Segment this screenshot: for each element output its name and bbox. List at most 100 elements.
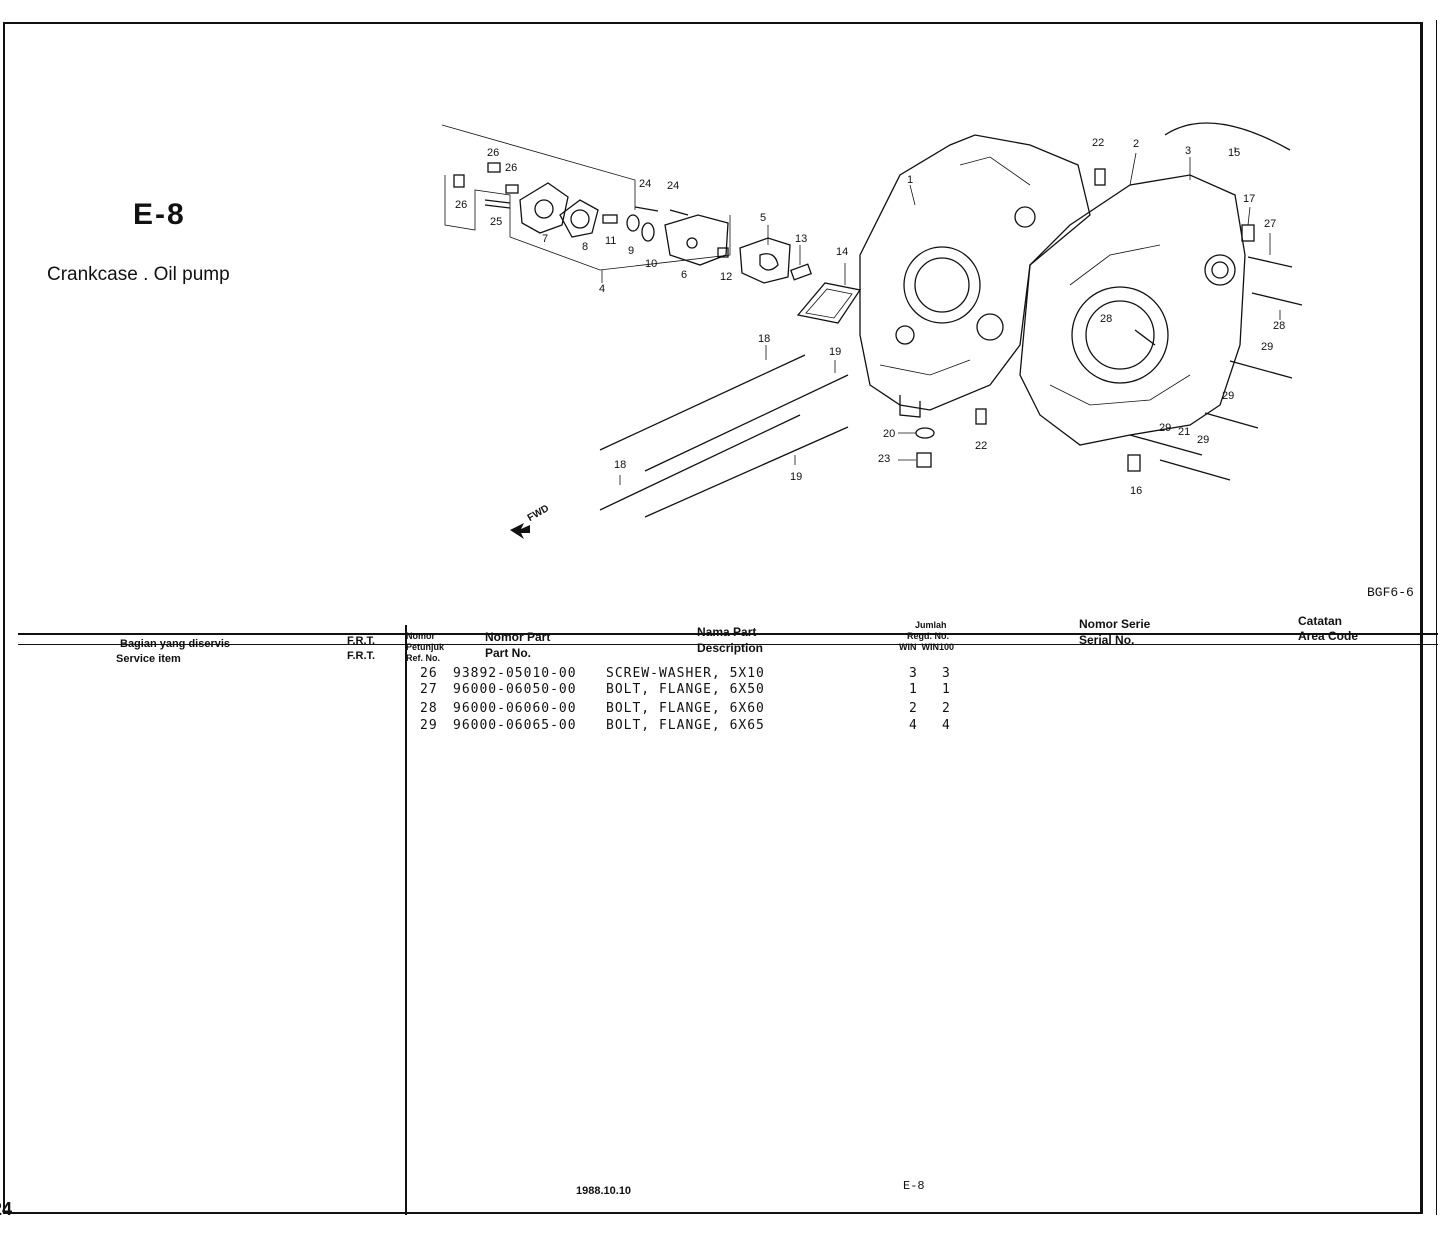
callout: 22 xyxy=(1092,137,1105,149)
callout: 29 xyxy=(1261,341,1274,353)
callout: 24 xyxy=(667,180,680,192)
header-service-item-id: Bagian yang diservis xyxy=(120,638,231,650)
callout: 2 xyxy=(1133,138,1140,150)
callout: 6 xyxy=(681,269,688,281)
header-ref-en: Ref. No. xyxy=(406,653,441,663)
qty-win100: 3 xyxy=(942,666,951,681)
qty-win: 1 xyxy=(909,682,918,697)
callout: 13 xyxy=(795,233,808,245)
group-bracket-top xyxy=(441,124,636,210)
group-bracket-bottom xyxy=(509,215,731,271)
breather-hose-part xyxy=(1164,122,1291,151)
callout: 29 xyxy=(1222,390,1235,402)
screw-group xyxy=(453,162,519,209)
header-qty-id: Jumlah xyxy=(915,620,947,630)
section-title: Crankcase . Oil pump xyxy=(47,264,230,285)
header-desc-en: Description xyxy=(697,641,764,655)
callout: 5 xyxy=(760,212,767,224)
pump-cover-part xyxy=(519,182,569,234)
page-number-text: 24 xyxy=(0,1199,13,1219)
exploded-parts-diagram xyxy=(441,122,1303,539)
callout: 24 xyxy=(639,178,652,190)
callout: 27 xyxy=(1264,218,1277,230)
callout: 26 xyxy=(487,147,500,159)
pump-body-part xyxy=(664,214,729,266)
header-frt: F.R.T. xyxy=(347,635,376,647)
header-frt-en: F.R.T. xyxy=(347,650,376,662)
header-part-no-en: Part No. xyxy=(485,646,532,660)
part-desc: SCREW-WASHER, 5X10 xyxy=(606,666,765,681)
qty-win: 3 xyxy=(909,666,918,681)
part-no: 93892-05010-00 xyxy=(453,666,577,681)
header-part-no-id: Nomor Part xyxy=(485,630,551,644)
callout: 28 xyxy=(1273,320,1286,332)
part-no: 96000-06065-00 xyxy=(453,718,577,733)
callout: 14 xyxy=(836,246,849,258)
section-code: E-8 xyxy=(133,198,186,231)
footer-section-code: E-8 xyxy=(903,1179,925,1193)
header-qty-models: WIN WIN100 xyxy=(899,642,955,652)
header-desc-id: Nama Part xyxy=(697,625,757,639)
qty-win: 4 xyxy=(909,718,918,733)
callout: 11 xyxy=(605,235,617,247)
callout: 29 xyxy=(1159,422,1172,434)
qty-win100: 1 xyxy=(942,682,951,697)
callout: 7 xyxy=(542,233,549,245)
part-desc: BOLT, FLANGE, 6X65 xyxy=(606,718,765,733)
crankcase-right-part xyxy=(1019,174,1246,446)
ref-no: 27 xyxy=(420,682,438,697)
callout: 23 xyxy=(878,453,891,465)
header-ref-id2: Petunjuk xyxy=(406,642,445,652)
ref-no: 29 xyxy=(420,718,438,733)
callout: 28 xyxy=(1100,313,1113,325)
callout: 20 xyxy=(883,428,896,440)
callout: 19 xyxy=(829,346,842,358)
diagram-code: BGF6-6 xyxy=(1367,585,1414,600)
part-no: 96000-06060-00 xyxy=(453,701,577,716)
fwd-arrow-icon xyxy=(510,523,530,539)
print-date: 1988.10.10 xyxy=(576,1185,632,1197)
callout: 1 xyxy=(907,174,914,186)
header-service-item-en: Service item xyxy=(116,653,181,665)
part-desc: BOLT, FLANGE, 6X60 xyxy=(606,701,765,716)
callout: 10 xyxy=(645,258,658,270)
page-number: 24 xyxy=(0,1199,22,1220)
callout: 12 xyxy=(720,271,733,283)
header-serial-en: Serial No. xyxy=(1079,633,1135,647)
callout: 29 xyxy=(1197,434,1210,446)
header-serial-id: Nomor Serie xyxy=(1079,617,1151,631)
table-top-rule xyxy=(18,633,1438,635)
ref-no: 26 xyxy=(420,666,438,681)
right-edge xyxy=(1436,20,1437,1215)
table-header-rule-left xyxy=(18,644,405,645)
ref-no: 28 xyxy=(420,701,438,716)
page-frame xyxy=(3,22,1423,1214)
callout: 26 xyxy=(505,162,518,174)
qty-win100: 4 xyxy=(942,718,951,733)
part-no: 96000-06050-00 xyxy=(453,682,577,697)
callout: 16 xyxy=(1130,485,1143,497)
stud-bolt-part xyxy=(599,354,806,451)
subgroup-bracket xyxy=(444,175,511,237)
callout: 15 xyxy=(1228,147,1241,159)
gasket-part xyxy=(559,199,599,238)
table-divider xyxy=(405,625,407,1215)
qty-win: 2 xyxy=(909,701,918,716)
callout: 21 xyxy=(1178,426,1191,438)
drain-bolt-part xyxy=(916,452,932,468)
header-qty-regd: Regd. No. xyxy=(907,631,949,641)
callout: 25 xyxy=(490,216,503,228)
callout: 9 xyxy=(628,245,635,257)
callout: 4 xyxy=(599,283,606,295)
flange-bolt-part xyxy=(1247,256,1293,268)
callout: 17 xyxy=(1243,193,1256,205)
header-ref-id1: Nomor xyxy=(406,631,435,641)
callout: 18 xyxy=(758,333,771,345)
callout: 3 xyxy=(1185,145,1192,157)
callout: 18 xyxy=(614,459,627,471)
callout: 19 xyxy=(790,471,803,483)
header-area-en: Area Code xyxy=(1298,629,1359,643)
callout: 8 xyxy=(582,241,589,253)
callout: 26 xyxy=(455,199,468,211)
